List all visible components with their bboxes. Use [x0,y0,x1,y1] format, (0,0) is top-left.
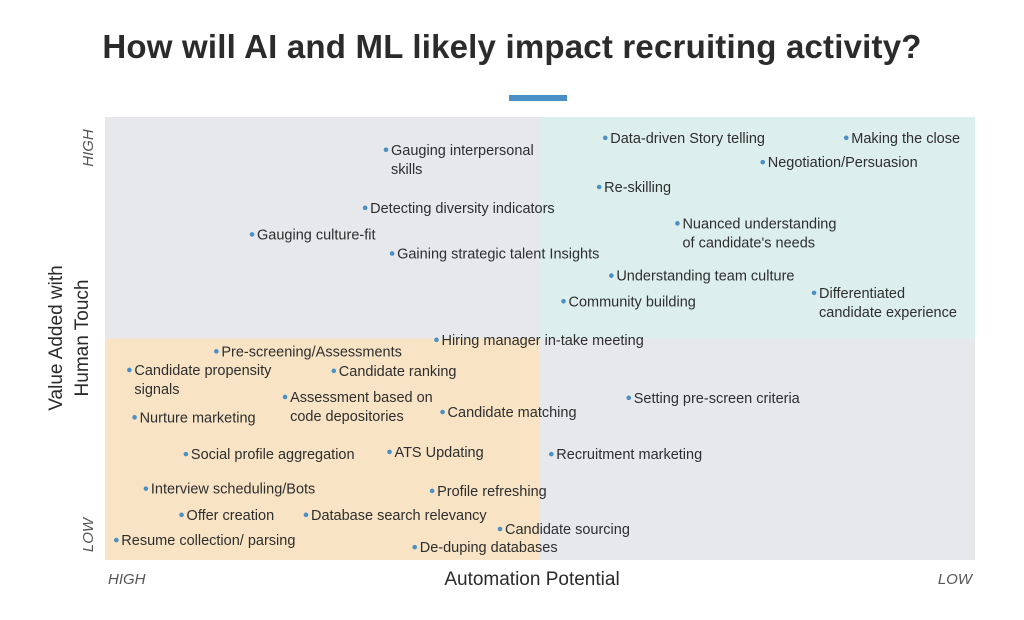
point-label: Recruitment marketing [556,447,702,463]
data-point [389,251,395,256]
point-label: Nurture marketing [140,410,256,426]
data-point [179,512,184,518]
data-point [132,415,137,420]
data-point [127,367,132,373]
y-axis-low-label: LOW [80,516,97,552]
point-label: Gauging culture-fit [257,227,375,243]
point-label: Resume collection/ parsing [121,533,295,549]
point-label: Re-skilling [604,180,671,196]
data-point [760,159,766,165]
point-label: Database search relevancy [311,508,487,524]
point-label: Community building [568,294,695,310]
point-label: Offer creation [187,508,275,524]
data-point [214,349,219,354]
x-axis-high-label: HIGH [108,571,146,588]
quadrant-top-left [105,117,540,339]
data-point [387,449,392,455]
data-point [596,184,602,190]
x-axis-title: Automation Potential [444,569,619,590]
data-point [303,512,309,518]
point-label: Candidate ranking [339,364,457,380]
data-point [440,409,445,415]
data-point [602,135,608,141]
quadrant-top-right [540,117,975,339]
quadrant-bottom-left [105,338,540,560]
data-point [497,526,503,532]
point-label: Negotiation/Persuasion [768,155,918,171]
data-point [561,298,566,304]
data-point [383,147,389,153]
data-point [626,395,632,401]
point-label: Detecting diversity indicators [370,201,555,217]
point-label: Interview scheduling/Bots [151,482,315,498]
data-point [549,451,554,457]
data-point [143,486,149,491]
data-point [412,544,418,550]
data-point [434,337,439,343]
data-point [429,488,435,494]
point-label: Candidate sourcing [505,522,630,538]
data-point [811,290,817,296]
point-label: Social profile aggregation [191,447,355,463]
point-label: Data-driven Story telling [610,131,765,147]
data-point [249,232,255,237]
chart-title: How will AI and ML likely impact recruit… [102,28,922,65]
x-axis-low-label: LOW [938,571,974,588]
quadrant-bottom-right [540,338,975,560]
data-point [331,368,337,374]
y-axis-high-label: HIGH [80,129,97,167]
data-point [843,135,849,141]
point-label: De-duping databases [420,540,558,556]
point-label: Profile refreshing [437,484,547,500]
data-point [362,205,368,211]
data-point [183,451,189,457]
point-label: Understanding team culture [616,269,794,285]
data-point [675,221,680,226]
data-point [114,537,119,543]
title-accent-rule [509,95,567,101]
point-label: Pre-screening/Assessments [221,344,402,360]
point-label: Setting pre-screen criteria [634,391,801,407]
point-label: Gaining strategic talent Insights [397,246,599,262]
data-point [282,394,288,400]
point-label: Hiring manager in-take meeting [441,333,643,349]
point-label: Candidate matching [448,405,577,421]
point-label: Making the close [851,131,960,147]
data-point [609,273,614,278]
point-label: ATS Updating [394,445,483,461]
